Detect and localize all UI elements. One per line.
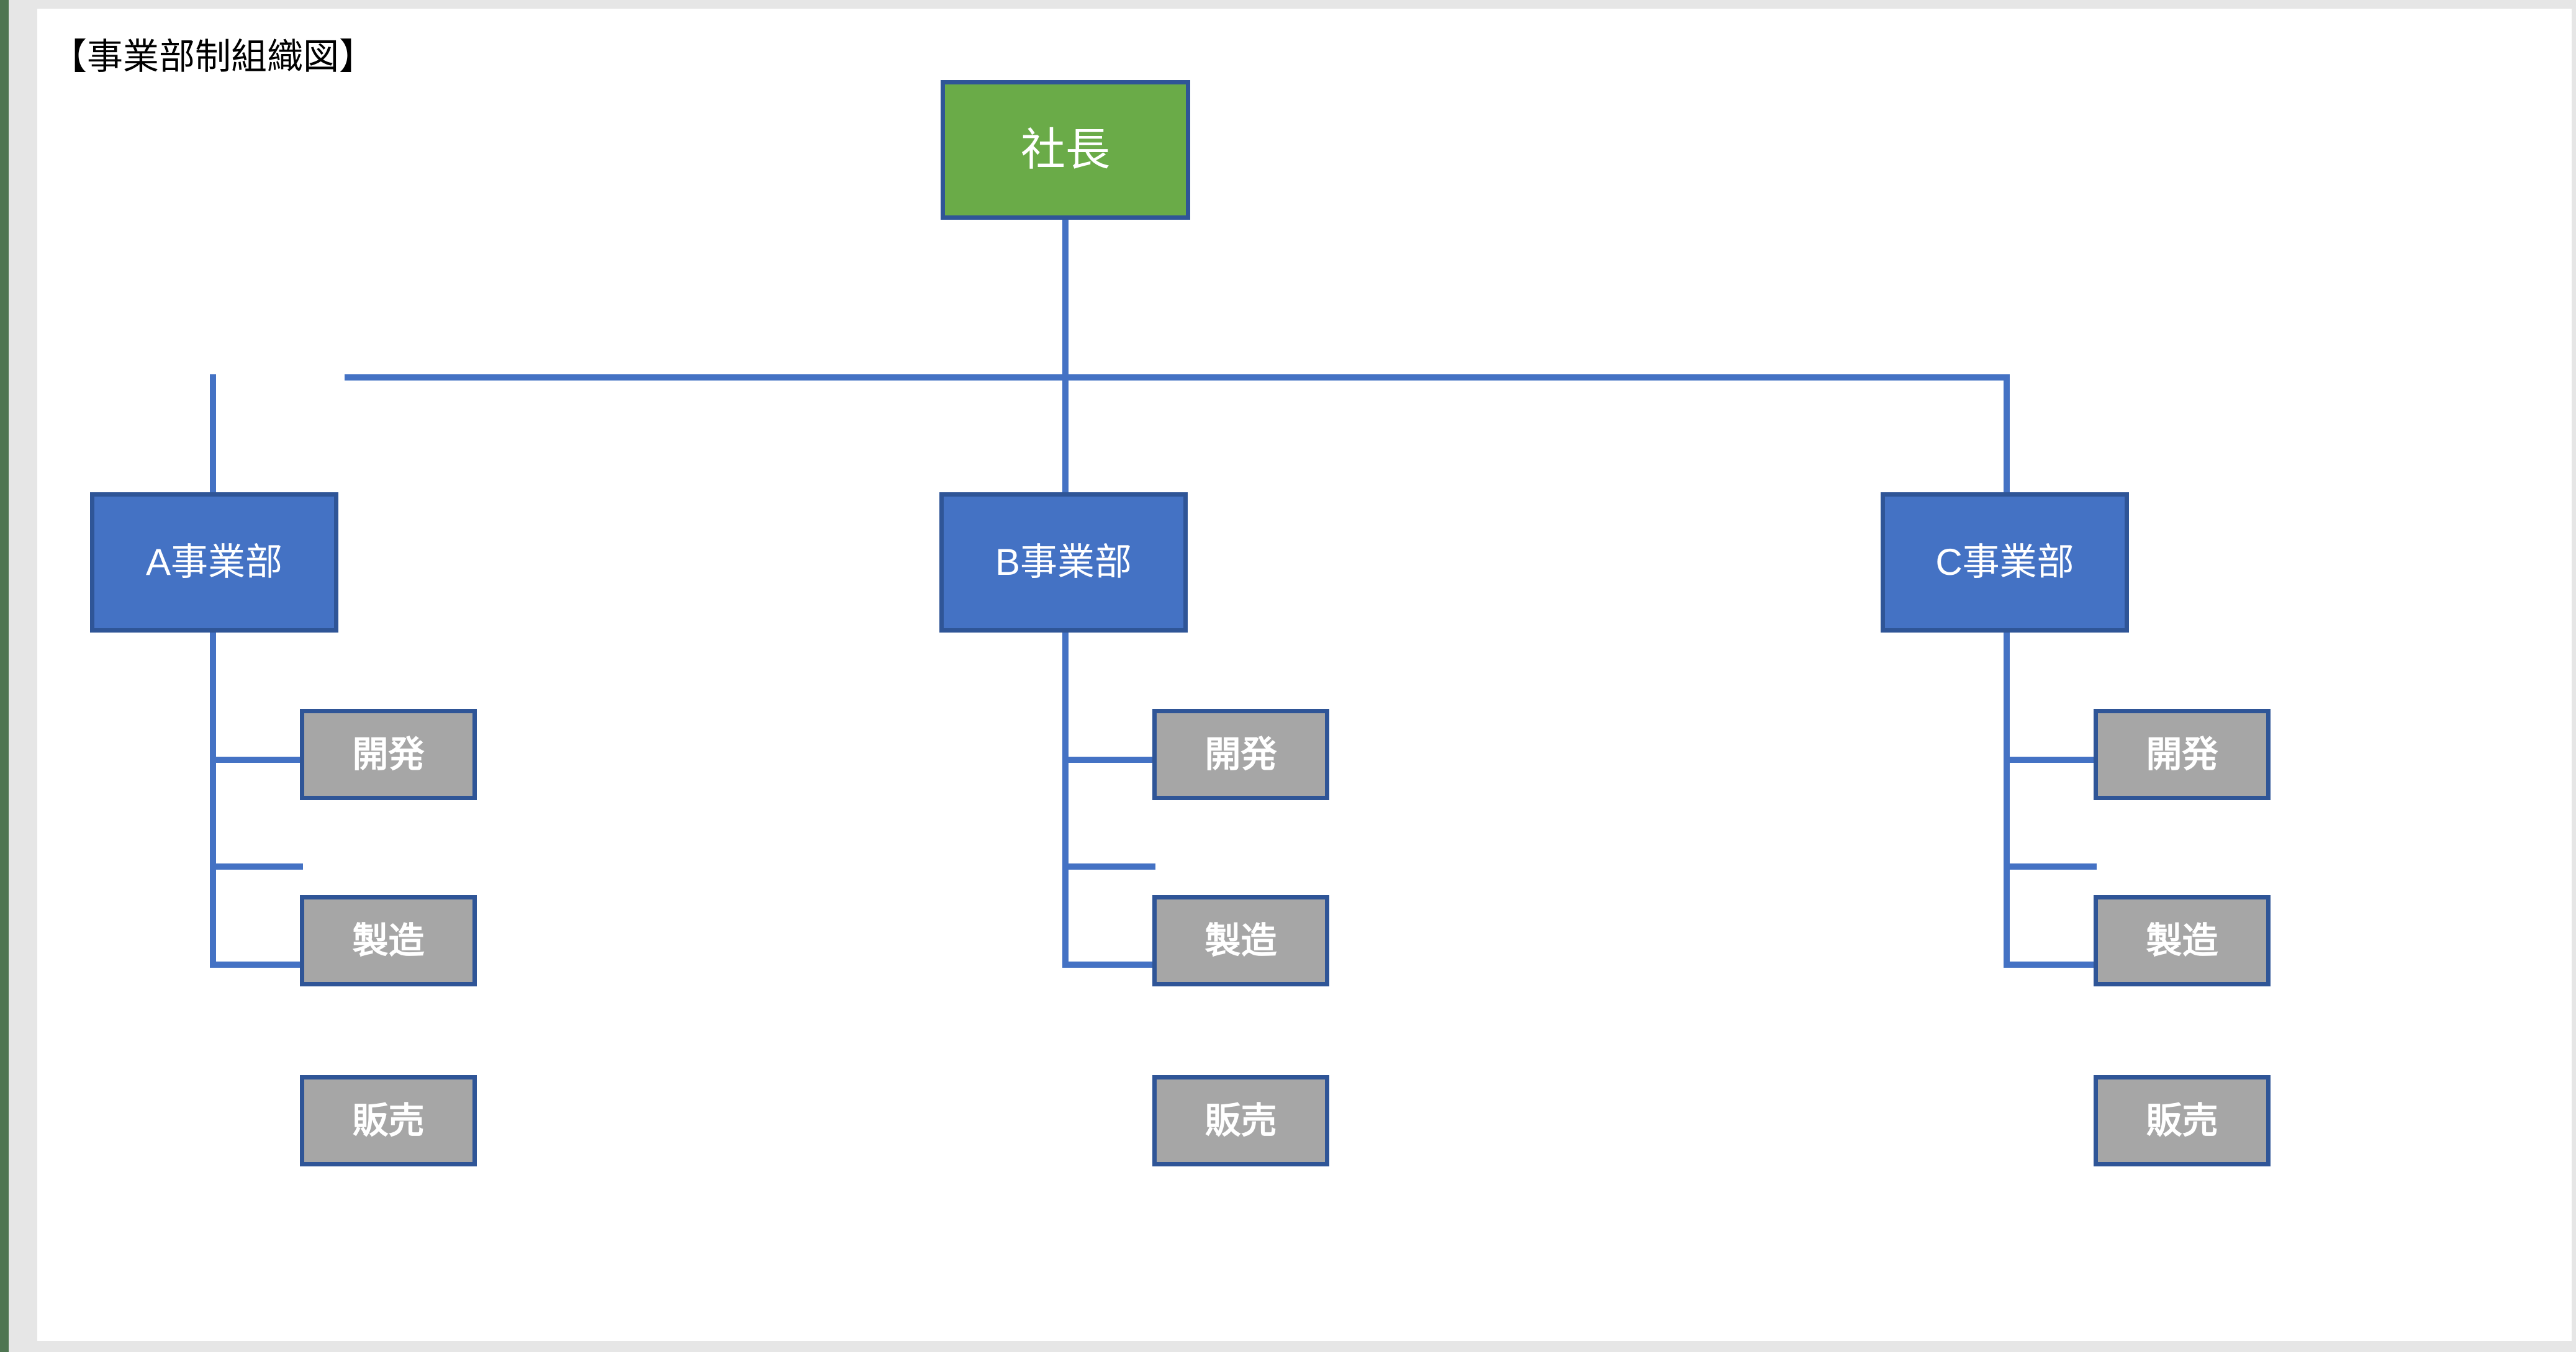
org-node-label: 開発 [2146, 734, 2218, 775]
org-node-label: 開発 [352, 734, 425, 775]
slide-canvas: 【事業部制組織図】 社長 A事業部 開発 製造 販売 B事 [37, 9, 2572, 1341]
connector-division-a-spine [210, 633, 216, 968]
connector-bus-to-division-c [2004, 374, 2010, 492]
connector-division-b-to-unit-1 [1062, 757, 1155, 763]
connector-division-b-spine [1062, 633, 1069, 968]
org-node-label: 製造 [1204, 920, 1277, 961]
page-title: 【事業部制組織図】 [51, 37, 376, 77]
connector-division-a-to-unit-2 [210, 863, 303, 870]
org-node-label: B事業部 [995, 541, 1132, 583]
org-node-label: 社長 [1020, 125, 1110, 175]
connector-division-c-to-unit-2 [2004, 863, 2097, 870]
org-node-label: 販売 [1204, 1100, 1277, 1141]
org-node-label: 販売 [352, 1100, 425, 1141]
org-node-division-c-unit-sales[interactable]: 販売 [2094, 1075, 2271, 1166]
org-node-division-c-unit-development[interactable]: 開発 [2094, 709, 2271, 800]
org-node-division-b-unit-manufacturing[interactable]: 製造 [1152, 895, 1329, 986]
connector-root-bus [345, 374, 2010, 381]
org-node-division-a[interactable]: A事業部 [90, 492, 338, 633]
connector-bus-to-division-b [1062, 374, 1069, 492]
org-node-label: 製造 [352, 920, 425, 961]
connector-division-b-to-unit-3 [1062, 962, 1155, 968]
org-node-label: C事業部 [1935, 541, 2074, 583]
connector-division-c-spine [2004, 633, 2010, 968]
org-node-division-a-unit-manufacturing[interactable]: 製造 [300, 895, 477, 986]
connector-division-c-to-unit-3 [2004, 962, 2097, 968]
org-node-label: 販売 [2146, 1100, 2218, 1141]
org-node-label: 製造 [2146, 920, 2218, 961]
org-node-division-a-unit-development[interactable]: 開発 [300, 709, 477, 800]
org-node-label: 開発 [1204, 734, 1277, 775]
org-node-division-a-unit-sales[interactable]: 販売 [300, 1075, 477, 1166]
org-node-president[interactable]: 社長 [941, 80, 1190, 220]
org-node-division-c[interactable]: C事業部 [1881, 492, 2129, 633]
org-node-division-b-unit-sales[interactable]: 販売 [1152, 1075, 1329, 1166]
connector-division-b-to-unit-2 [1062, 863, 1155, 870]
connector-division-a-to-unit-3 [210, 962, 303, 968]
org-node-label: A事業部 [145, 541, 283, 583]
connector-division-c-to-unit-1 [2004, 757, 2097, 763]
left-accent-rail [0, 0, 9, 1352]
connector-division-a-to-unit-1 [210, 757, 303, 763]
connector-bus-to-division-a [210, 374, 216, 492]
connector-root-stem [1062, 220, 1069, 377]
org-node-division-c-unit-manufacturing[interactable]: 製造 [2094, 895, 2271, 986]
org-node-division-b[interactable]: B事業部 [939, 492, 1188, 633]
org-node-division-b-unit-development[interactable]: 開発 [1152, 709, 1329, 800]
